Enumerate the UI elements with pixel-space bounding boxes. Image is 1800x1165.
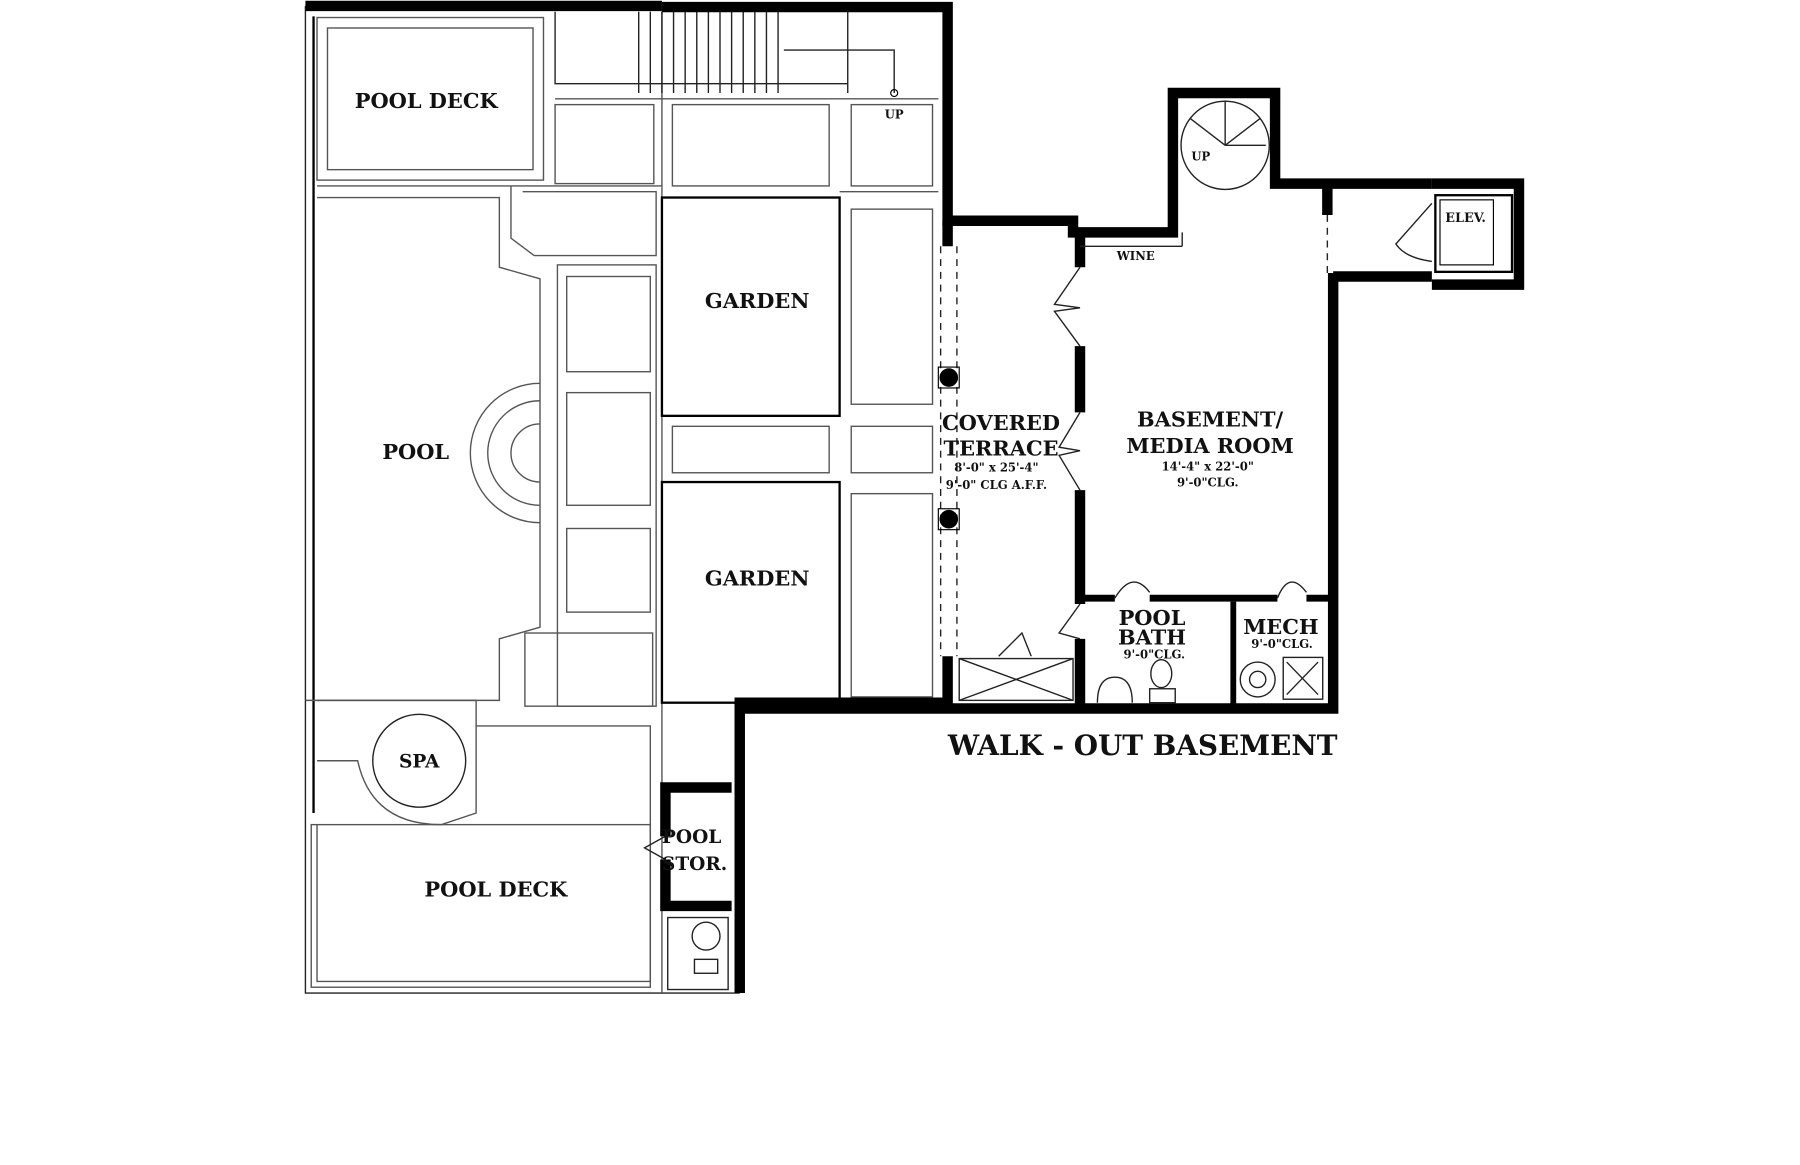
room-label-media-2: MEDIA ROOM	[1126, 433, 1293, 458]
pool-bath-ceiling: 9'-0"CLG.	[1124, 648, 1186, 662]
plan-title: WALK - OUT BASEMENT	[947, 729, 1338, 762]
covered-terrace-dims: 8'-0" x 25'-4"	[954, 461, 1038, 475]
room-label-pool-bath-2: BATH	[1118, 625, 1186, 650]
room-label-media-1: BASEMENT/	[1137, 406, 1284, 431]
elevator-label: ELEV.	[1445, 211, 1486, 226]
spiral-stair	[1180, 100, 1270, 191]
fixtures	[667, 656, 1324, 991]
room-label-mech: MECH	[1243, 614, 1318, 639]
room-label-spa: SPA	[399, 752, 440, 773]
room-label-pool-stor-1: POOL	[662, 827, 721, 848]
room-label-pool-deck-bottom: POOL DECK	[424, 877, 568, 902]
room-label-pool-bath-1: POOL	[1119, 605, 1186, 630]
media-ceiling: 9'-0"CLG.	[1177, 476, 1239, 490]
media-dims: 14'-4" x 22'-0"	[1162, 459, 1254, 473]
covered-terrace-ceiling: 9'-0" CLG A.F.F.	[946, 478, 1047, 492]
walls	[660, 1, 1525, 994]
room-label-pool-deck-top: POOL DECK	[355, 88, 499, 113]
mech-ceiling: 9'-0"CLG.	[1251, 637, 1313, 651]
stair-up-label-1: UP	[885, 108, 904, 122]
room-label-garden-top: GARDEN	[705, 288, 810, 313]
stair-up-label-2: UP	[1191, 149, 1210, 163]
stair-treads	[638, 11, 849, 94]
doors	[643, 266, 1308, 861]
room-label-pool: POOL	[382, 439, 449, 464]
room-label-pool-stor-2: STOR.	[662, 854, 727, 875]
room-label-covered-terrace-2: TERRACE	[944, 435, 1059, 460]
room-label-garden-bottom: GARDEN	[705, 565, 810, 590]
wine-label: WINE	[1116, 249, 1155, 263]
room-label-covered-terrace-1: COVERED	[942, 410, 1060, 435]
pool-area-outline	[304, 0, 939, 994]
stair-arrow	[783, 49, 895, 94]
columns	[937, 366, 960, 531]
elevator	[1394, 194, 1514, 274]
